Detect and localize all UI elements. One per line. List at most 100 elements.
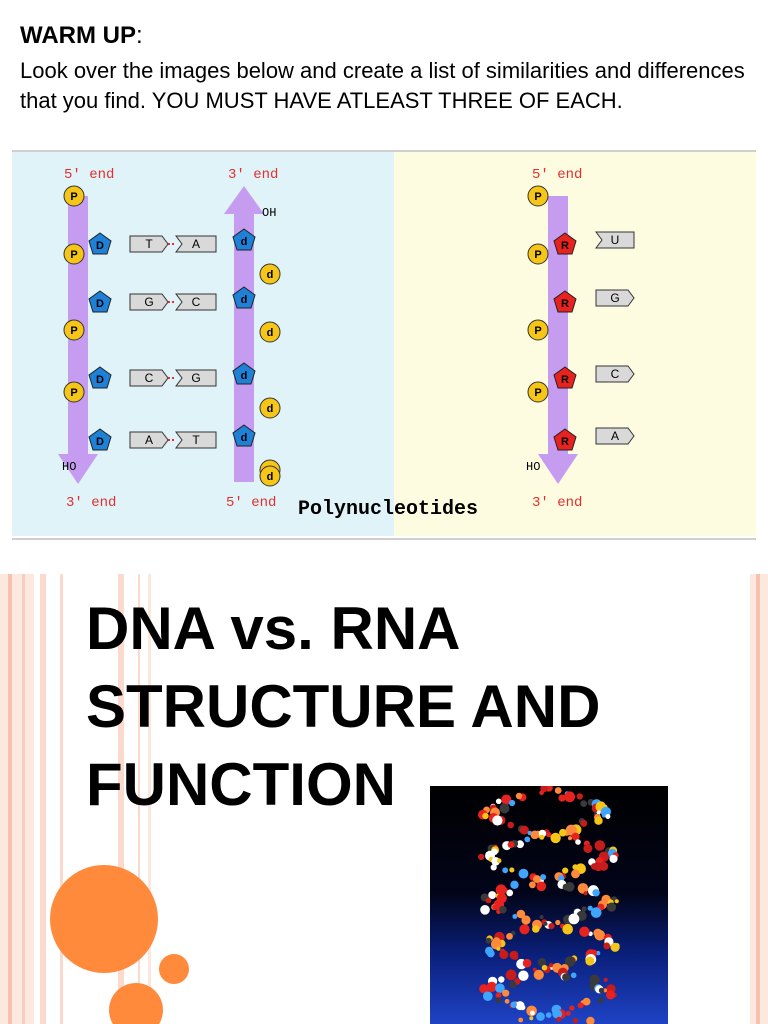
warm-up-heading: WARM UP: <box>20 22 143 50</box>
rna-phosphate <box>527 381 549 403</box>
dna-right-backbone <box>234 212 254 482</box>
dna-left-phosphate-label: P <box>70 325 77 337</box>
helix-atom <box>507 821 514 829</box>
helix-atom <box>485 937 492 944</box>
rna-sugar-label: R <box>561 436 569 448</box>
helix-atom <box>507 841 515 848</box>
helix-atom <box>554 787 562 794</box>
dna-5-end-top: 5' end <box>64 167 114 183</box>
dna-left-sugar <box>88 290 112 313</box>
helix-atom <box>609 854 618 863</box>
helix-atom <box>546 832 552 838</box>
helix-atom <box>512 954 519 960</box>
helix-atoms <box>478 783 620 1024</box>
dna-right-base <box>175 293 217 311</box>
helix-atom <box>614 899 619 904</box>
rna-arrow <box>538 454 578 484</box>
dna-helix-image <box>430 783 668 1024</box>
rna-base <box>595 427 635 445</box>
rna-phosphate-label: P <box>534 325 541 337</box>
dna-right-sugar <box>232 228 256 251</box>
helix-atom <box>564 882 575 892</box>
dna-left-phosphate <box>63 381 85 403</box>
title-line-1: DNA vs. RNA <box>86 595 461 662</box>
helix-atom <box>540 874 547 881</box>
dna-nucleotides: PDTAddPDGCddPDCGddPDATddd <box>63 185 281 487</box>
helix-atom <box>530 830 540 840</box>
helix-atom <box>524 836 531 843</box>
dna-right-sugar <box>232 286 256 309</box>
helix-atom <box>562 867 569 874</box>
rna-base-label: C <box>611 367 620 381</box>
dna-right-sugar-label: d <box>241 236 248 248</box>
helix-atom <box>580 800 588 807</box>
helix-atom <box>496 858 502 863</box>
stripe-line <box>138 574 140 1024</box>
helix-atom <box>577 883 589 894</box>
helix-atom <box>565 1010 571 1016</box>
rna-backbone <box>548 196 568 456</box>
helix-atom <box>594 816 603 825</box>
helix-atom <box>516 909 526 919</box>
stripe-line <box>60 574 63 1024</box>
dna-right-base <box>175 431 217 449</box>
helix-atom <box>499 950 509 960</box>
helix-atom <box>579 926 590 937</box>
helix-atom <box>509 981 517 989</box>
helix-atom <box>521 915 531 925</box>
dna-right-sugar <box>232 362 256 385</box>
helix-atom <box>529 881 536 889</box>
rna-sugar-label: R <box>561 298 569 310</box>
stripe-line <box>148 574 151 1024</box>
stripe-line <box>22 574 25 1024</box>
helix-atom <box>603 977 608 982</box>
helix-atom <box>605 990 616 1000</box>
polynucleotides-diagram: 5' end 3' end 5' end 3' end 5' end 3' en… <box>12 150 756 540</box>
dna-right-base-label: A <box>192 237 200 251</box>
helix-atom <box>510 1001 517 1008</box>
dna-left-base <box>129 431 169 449</box>
medium-orange-circle <box>109 983 163 1024</box>
rna-5-end-top: 5' end <box>532 167 582 183</box>
helix-atom <box>599 861 609 871</box>
helix-atom <box>486 949 495 958</box>
helix-atom <box>558 875 565 882</box>
dna-3-end-top: 3' end <box>228 167 278 183</box>
dna-left-phosphate <box>63 185 85 207</box>
rna-phosphate <box>527 243 549 265</box>
helix-atom <box>548 923 555 930</box>
dna-left-sugar-label: D <box>96 374 104 386</box>
warm-up-instructions: Look over the images below and create a … <box>20 58 745 113</box>
helix-atom <box>572 1017 579 1024</box>
helix-atom <box>571 869 580 879</box>
helix-atom <box>585 956 595 966</box>
helix-atom <box>606 902 617 912</box>
small-orange-circle <box>159 954 189 984</box>
helix-atom <box>587 905 593 911</box>
rna-sugar <box>553 290 577 313</box>
stripe-line <box>8 574 12 1024</box>
dna-left-base-label: C <box>145 371 154 385</box>
rna-base <box>595 365 635 383</box>
rna-phosphate <box>527 319 549 341</box>
helix-atom <box>505 969 517 981</box>
helix-atom <box>543 921 548 926</box>
helix-atom <box>506 889 514 897</box>
helix-atom <box>541 964 548 971</box>
helix-atom <box>492 904 498 910</box>
dna-left-sugar <box>88 366 112 389</box>
dna-left-sugar-label: D <box>96 240 104 252</box>
title-line-3: FUNCTION <box>86 751 396 818</box>
dna-right-base-label: T <box>192 433 200 447</box>
helix-atom <box>518 868 529 879</box>
rna-base-label: U <box>611 233 620 247</box>
slide-decoration <box>0 574 768 1024</box>
helix-atom <box>605 814 611 819</box>
rna-3-end-bottom: 3' end <box>532 495 582 511</box>
helix-atom <box>596 810 601 815</box>
helix-atom <box>533 969 544 980</box>
stripe-line <box>118 574 124 1024</box>
rna-sugar <box>553 232 577 255</box>
dna-left-base-label: G <box>144 295 153 309</box>
helix-atom <box>515 792 523 800</box>
